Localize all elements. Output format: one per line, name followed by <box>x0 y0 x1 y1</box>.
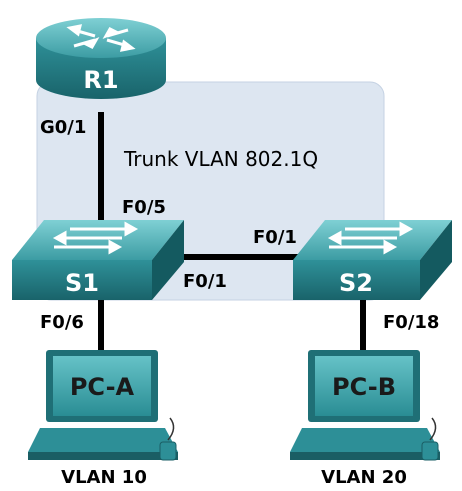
router-icon <box>36 18 166 99</box>
switch-icon <box>293 220 452 300</box>
vlan-label-pc-b: VLAN 20 <box>321 467 407 488</box>
port-label-s1-f05: F0/5 <box>122 197 166 218</box>
port-label-s1-f01: F0/1 <box>183 271 227 292</box>
switch-icon <box>12 220 184 300</box>
router-r1[interactable]: R1 <box>36 18 166 99</box>
switch-s1[interactable]: S1 <box>12 220 184 300</box>
port-label-s2-f018: F0/18 <box>383 312 439 333</box>
pc-icon <box>28 350 178 461</box>
switch-s2-label: S2 <box>339 269 373 297</box>
vlan-label-pc-a: VLAN 10 <box>61 467 147 488</box>
port-label-r1-g01: G0/1 <box>40 117 86 138</box>
switch-s1-label: S1 <box>65 269 99 297</box>
pc-icon <box>290 350 440 461</box>
port-label-s1-f06: F0/6 <box>40 312 84 333</box>
pc-b-label: PC-B <box>332 373 396 401</box>
pc-a[interactable]: PC-A <box>28 350 178 461</box>
port-label-s2-f01: F0/1 <box>253 227 297 248</box>
pc-b[interactable]: PC-B <box>290 350 440 461</box>
pc-a-label: PC-A <box>70 373 135 401</box>
trunk-label: Trunk VLAN 802.1Q <box>123 147 318 171</box>
switch-s2[interactable]: S2 <box>293 220 452 300</box>
router-label: R1 <box>83 66 118 94</box>
